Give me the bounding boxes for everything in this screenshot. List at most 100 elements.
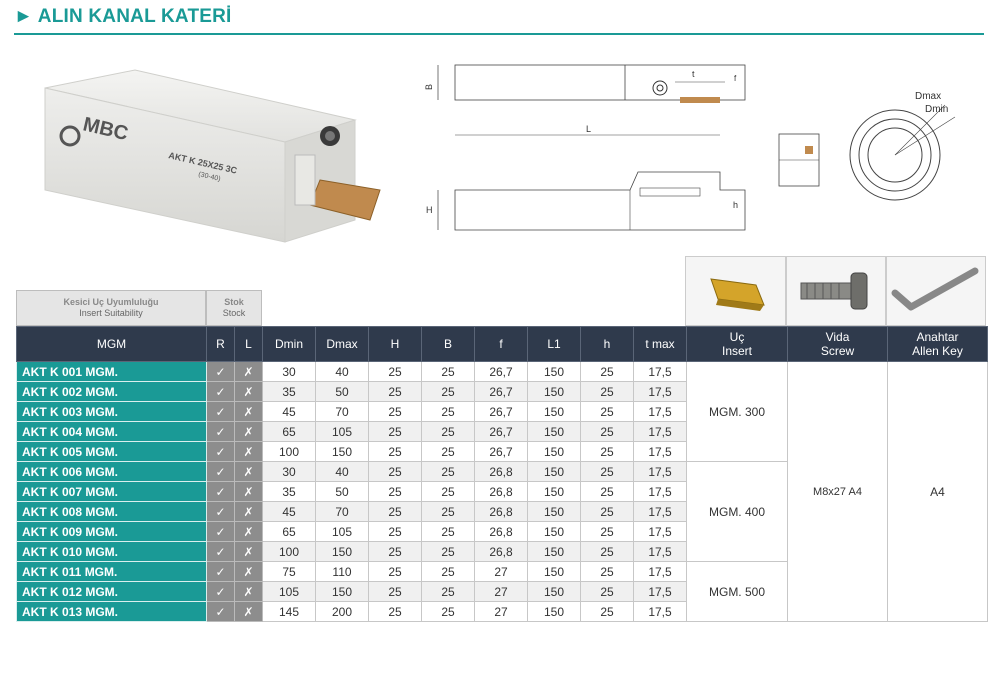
row-l1: 150 bbox=[527, 581, 581, 602]
row-f: 27 bbox=[474, 601, 528, 622]
col-dmax: Dmax bbox=[315, 326, 369, 362]
row-code: AKT K 006 MGM. bbox=[16, 461, 207, 482]
row-l1: 150 bbox=[527, 361, 581, 382]
row-r-check: ✓ bbox=[206, 481, 235, 502]
row-h: 25 bbox=[368, 521, 422, 542]
col-insert-tr: Uç bbox=[729, 330, 745, 344]
row-b: 25 bbox=[421, 481, 475, 502]
row-code: AKT K 011 MGM. bbox=[16, 561, 207, 582]
row-h: 25 bbox=[580, 601, 634, 622]
row-tmax: 17,5 bbox=[633, 481, 687, 502]
row-h: 25 bbox=[368, 561, 422, 582]
row-b: 25 bbox=[421, 541, 475, 562]
row-f: 26,7 bbox=[474, 381, 528, 402]
row-code: AKT K 012 MGM. bbox=[16, 581, 207, 602]
screw-image bbox=[786, 256, 886, 326]
row-dmin: 35 bbox=[262, 381, 316, 402]
row-l-cross: ✗ bbox=[234, 521, 263, 542]
dim-h-big: H bbox=[426, 205, 433, 215]
legend-insert-title: Kesici Uç Uyumluluğu bbox=[63, 297, 159, 307]
row-r-check: ✓ bbox=[206, 541, 235, 562]
row-f: 26,7 bbox=[474, 421, 528, 442]
dim-l: L bbox=[586, 124, 591, 134]
allen-key-image bbox=[886, 256, 986, 326]
row-dmax: 105 bbox=[315, 521, 369, 542]
row-dmax: 110 bbox=[315, 561, 369, 582]
row-f: 26,7 bbox=[474, 441, 528, 462]
col-h-small: h bbox=[580, 326, 634, 362]
row-l1: 150 bbox=[527, 601, 581, 622]
dim-t: t bbox=[692, 69, 695, 79]
row-dmin: 45 bbox=[262, 501, 316, 522]
row-b: 25 bbox=[421, 581, 475, 602]
row-dmin: 100 bbox=[262, 441, 316, 462]
row-dmax: 150 bbox=[315, 541, 369, 562]
col-key-tr: Anahtar bbox=[916, 330, 959, 344]
row-l-cross: ✗ bbox=[234, 501, 263, 522]
row-tmax: 17,5 bbox=[633, 561, 687, 582]
dim-b: B bbox=[424, 84, 434, 90]
row-l-cross: ✗ bbox=[234, 561, 263, 582]
row-h: 25 bbox=[368, 361, 422, 382]
row-l-cross: ✗ bbox=[234, 461, 263, 482]
row-l1: 150 bbox=[527, 541, 581, 562]
row-h: 25 bbox=[580, 401, 634, 422]
row-h: 25 bbox=[580, 501, 634, 522]
row-code: AKT K 003 MGM. bbox=[16, 401, 207, 422]
row-r-check: ✓ bbox=[206, 361, 235, 382]
legend-insert-sub: Insert Suitability bbox=[79, 308, 143, 318]
row-tmax: 17,5 bbox=[633, 461, 687, 482]
row-dmax: 150 bbox=[315, 441, 369, 462]
row-b: 25 bbox=[421, 601, 475, 622]
row-dmin: 105 bbox=[262, 581, 316, 602]
row-dmax: 40 bbox=[315, 361, 369, 382]
row-f: 26,7 bbox=[474, 361, 528, 382]
row-tmax: 17,5 bbox=[633, 361, 687, 382]
row-dmin: 30 bbox=[262, 461, 316, 482]
row-dmax: 50 bbox=[315, 381, 369, 402]
key-value: A4 bbox=[887, 361, 988, 622]
row-h: 25 bbox=[368, 601, 422, 622]
row-f: 26,8 bbox=[474, 481, 528, 502]
row-f: 26,8 bbox=[474, 461, 528, 482]
legend-stock-title: Stok bbox=[224, 297, 244, 307]
insert-group-3: MGM. 500 bbox=[686, 561, 788, 622]
row-code: AKT K 010 MGM. bbox=[16, 541, 207, 562]
row-code: AKT K 001 MGM. bbox=[16, 361, 207, 382]
insert-image bbox=[685, 256, 786, 326]
col-screw-en: Screw bbox=[820, 344, 855, 358]
row-l-cross: ✗ bbox=[234, 421, 263, 442]
row-code: AKT K 004 MGM. bbox=[16, 421, 207, 442]
row-l1: 150 bbox=[527, 441, 581, 462]
row-tmax: 17,5 bbox=[633, 441, 687, 462]
model-sublabel: (30-40) bbox=[198, 171, 222, 183]
page-title: ► ALIN KANAL KATERİ bbox=[14, 6, 232, 27]
row-h: 25 bbox=[580, 561, 634, 582]
row-r-check: ✓ bbox=[206, 381, 235, 402]
row-dmin: 35 bbox=[262, 481, 316, 502]
col-l1: L1 bbox=[527, 326, 581, 362]
row-l1: 150 bbox=[527, 521, 581, 542]
insert-suitability-legend: Kesici Uç Uyumluluğu Insert Suitability bbox=[16, 290, 206, 326]
row-h: 25 bbox=[368, 481, 422, 502]
row-f: 26,8 bbox=[474, 521, 528, 542]
col-f: f bbox=[474, 326, 528, 362]
row-dmin: 30 bbox=[262, 361, 316, 382]
top-view-drawing: B t f L bbox=[420, 55, 755, 150]
row-tmax: 17,5 bbox=[633, 601, 687, 622]
row-l-cross: ✗ bbox=[234, 541, 263, 562]
row-dmax: 70 bbox=[315, 401, 369, 422]
col-insert-en: Insert bbox=[721, 344, 752, 358]
row-tmax: 17,5 bbox=[633, 421, 687, 442]
title-rule bbox=[14, 33, 984, 35]
